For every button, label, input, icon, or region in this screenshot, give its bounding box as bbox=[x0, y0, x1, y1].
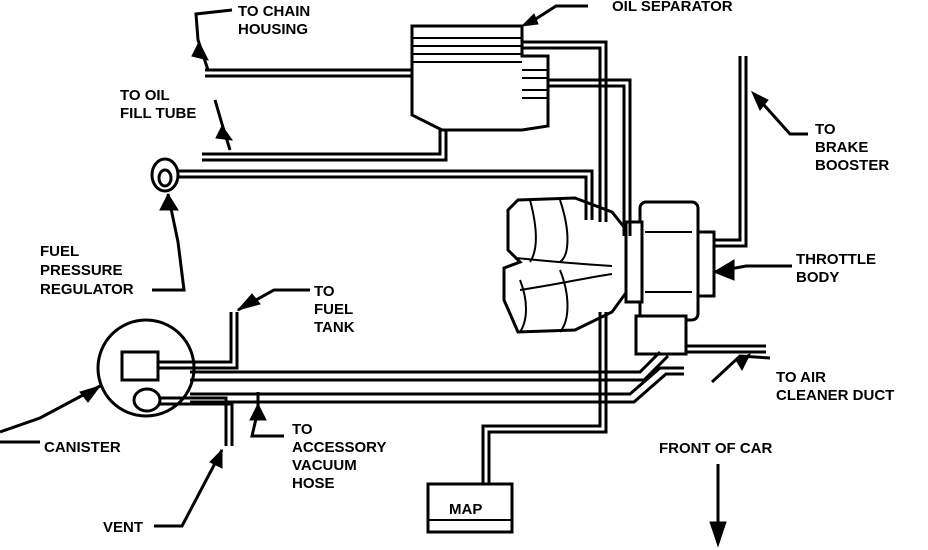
label-oil-separator: OIL SEPARATOR bbox=[612, 0, 733, 15]
label-accessory-line1: TO bbox=[292, 421, 313, 438]
label-oil-fill-tube-line1: TO OIL bbox=[120, 87, 170, 104]
label-throttle-body-line1: THROTTLE bbox=[796, 251, 876, 268]
label-accessory-line2: ACCESSORY bbox=[292, 439, 386, 456]
throttle-body bbox=[624, 200, 716, 356]
label-brake-booster-line1: TO bbox=[815, 121, 836, 138]
hoses bbox=[158, 40, 766, 484]
fuel-pressure-regulator bbox=[150, 157, 180, 193]
label-fuel-tank-line1: TO bbox=[314, 283, 335, 300]
label-fpr-line3: REGULATOR bbox=[40, 281, 134, 298]
label-accessory-line4: HOSE bbox=[292, 475, 335, 492]
label-fpr-line2: PRESSURE bbox=[40, 262, 123, 279]
label-throttle-body-line2: BODY bbox=[796, 269, 839, 286]
label-oil-fill-tube-line2: FILL TUBE bbox=[120, 105, 196, 122]
label-canister: CANISTER bbox=[44, 439, 121, 456]
label-air-cleaner-line2: CLEANER DUCT bbox=[776, 387, 894, 404]
label-chain-housing-line1: TO CHAIN bbox=[238, 3, 310, 20]
label-accessory-line3: VACUUM bbox=[292, 457, 357, 474]
label-fuel-tank-line3: TANK bbox=[314, 319, 355, 336]
label-brake-booster-line2: BRAKE bbox=[815, 139, 868, 156]
leader-lines bbox=[0, 4, 808, 548]
oil-separator bbox=[410, 24, 550, 132]
label-map: MAP bbox=[449, 501, 482, 518]
label-brake-booster-line3: BOOSTER bbox=[815, 157, 889, 174]
map-sensor bbox=[426, 482, 514, 534]
label-air-cleaner-line1: TO AIR bbox=[776, 369, 826, 386]
labels: TO CHAIN HOUSING OIL SEPARATOR TO OIL FI… bbox=[40, 0, 894, 536]
label-fpr-line1: FUEL bbox=[40, 243, 79, 260]
label-fuel-tank-line2: FUEL bbox=[314, 301, 353, 318]
intake-plenum bbox=[502, 196, 630, 334]
label-vent: VENT bbox=[103, 519, 143, 536]
canister bbox=[96, 318, 196, 418]
label-front-of-car: FRONT OF CAR bbox=[659, 440, 772, 457]
label-chain-housing-line2: HOUSING bbox=[238, 21, 308, 38]
